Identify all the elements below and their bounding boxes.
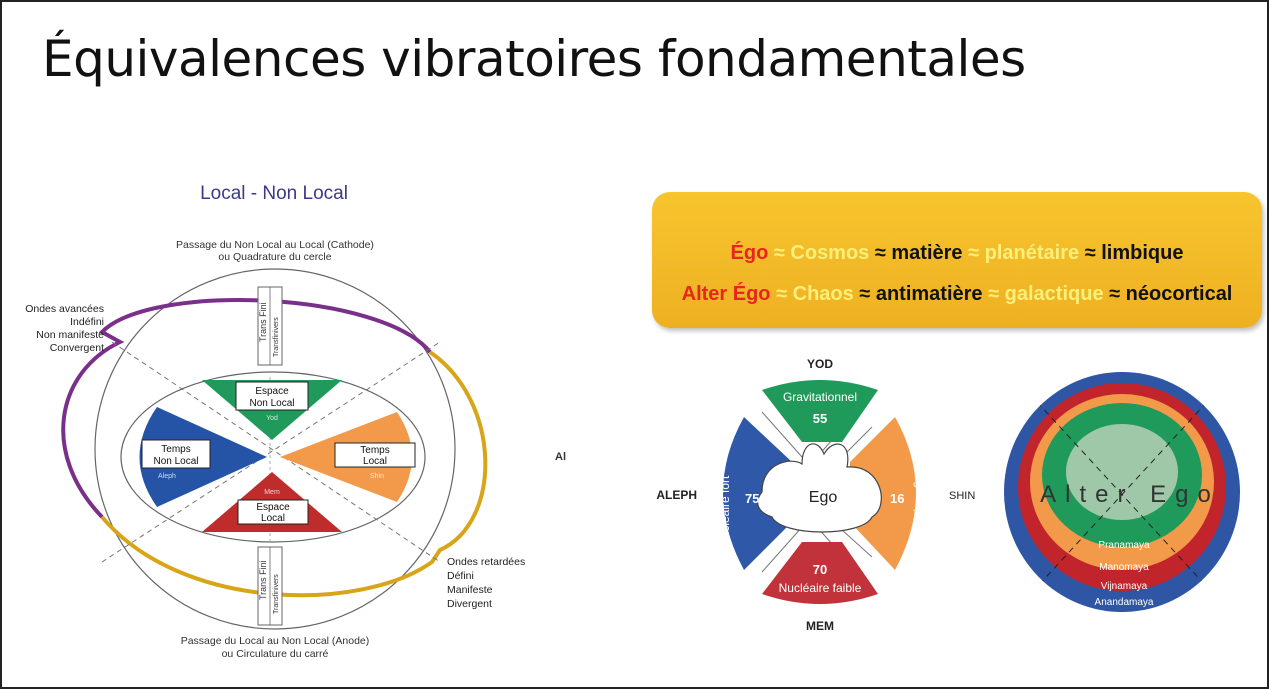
cross-wedge-top (762, 380, 878, 442)
ondes-retardees-1: Ondes retardées (447, 556, 525, 568)
banner-line-ego: Égo ≈ Cosmos ≈ matière ≈ planétaire ≈ li… (652, 242, 1262, 265)
cross-wedge-left (723, 417, 792, 570)
purple-orbit (61, 298, 432, 519)
pranamaya-label: Pranamaya (1098, 540, 1150, 551)
ondes-retardees-3: Manifeste (447, 584, 493, 596)
ego-center-label: Ego (809, 489, 838, 506)
transfini-top: Trans Fini (258, 302, 268, 342)
forces-cross-diagram: Ego Gravitationnel 55 Nucléaire fort 75 … (656, 357, 975, 633)
temps-non-local-1: Temps (161, 444, 190, 455)
nucleaire-fort-value: 75 (745, 491, 759, 506)
top-caption-2: ou Quadrature du cercle (218, 251, 331, 263)
planetaire-term: ≈ planétaire (962, 242, 1080, 264)
cross-wedge-bottom (762, 542, 878, 604)
ondes-avancees-3: Non manifeste (36, 329, 104, 341)
manomaya-label: Manomaya (1099, 562, 1149, 573)
temps-non-local-2: Non Local (153, 456, 198, 467)
yod-small-label: Yod (266, 415, 278, 422)
electromagnetique-label: Électromagnétique (913, 432, 926, 524)
temps-local-1: Temps (360, 445, 389, 456)
transfinivers-bottom: Transfinivers (273, 574, 280, 614)
nucleaire-faible-label: Nucléaire faible (779, 581, 862, 595)
vijnamaya-label: Vijnamaya (1101, 581, 1148, 592)
ego-blob (757, 443, 882, 533)
transfinivers-top: Transfinivers (273, 317, 280, 357)
gold-orbit (100, 350, 488, 598)
top-caption-1: Passage du Non Local au Local (Cathode) (176, 239, 374, 251)
ondes-avancees-1: Ondes avancées (25, 303, 104, 315)
galactique-term: ≈ galactique (982, 283, 1104, 305)
bottom-caption-1: Passage du Local au Non Local (Anode) (181, 635, 370, 647)
temps-local-2: Local (363, 456, 387, 467)
antimatiere-term: ≈ antimatière (853, 283, 983, 305)
espace-non-local-1: Espace (255, 386, 289, 397)
matiere-term: ≈ matière (869, 242, 963, 264)
alter-ego-diagram: Alter Ego Pranamaya Manomaya Vijnamaya A… (1004, 372, 1240, 612)
outer-sphere (94, 268, 456, 630)
anandamaya-label: Anandamaya (1095, 597, 1154, 608)
espace-non-local-2: Non Local (249, 398, 294, 409)
cosmos-term: ≈ Cosmos (768, 242, 870, 264)
neocortical-term: ≈ néocortical (1103, 283, 1233, 305)
chaos-term: ≈ Chaos (770, 283, 854, 305)
gravitationnel-label: Gravitationnel (783, 390, 857, 404)
gravitationnel-value: 55 (813, 411, 827, 426)
nucleaire-faible-value: 70 (813, 562, 827, 577)
alter-ego-core (1066, 424, 1178, 520)
mem-label: MEM (806, 619, 834, 633)
local-nonlocal-heading: Local - Non Local (200, 183, 348, 204)
stray-label: Al (555, 451, 566, 463)
shin-small-label: Shin (370, 473, 384, 480)
slide-title: Équivalences vibratoires fondamentales (42, 30, 1026, 88)
limbique-term: ≈ limbique (1079, 242, 1184, 264)
aleph-label: ALEPH (656, 488, 697, 502)
ondes-avancees-4: Convergent (50, 342, 104, 354)
nucleaire-fort-label: Nucléaire fort (718, 475, 732, 547)
yod-label: YOD (807, 357, 833, 371)
ondes-avancees-2: Indéfini (70, 316, 104, 328)
inner-ellipse (120, 371, 426, 543)
mem-small-label: Mem (264, 489, 280, 496)
aleph-small-label: Aleph (158, 473, 176, 480)
transfini-bottom: Trans Fini (258, 560, 268, 600)
equivalence-banner: Égo ≈ Cosmos ≈ matière ≈ planétaire ≈ li… (652, 192, 1262, 328)
alter-ego-term: Alter Égo (681, 283, 771, 305)
espace-local-2: Local (261, 513, 285, 524)
ondes-retardees-2: Défini (447, 570, 474, 582)
ego-term: Égo (730, 242, 769, 264)
ondes-retardees-4: Divergent (447, 598, 492, 610)
espace-local-1: Espace (256, 502, 290, 513)
local-nonlocal-diagram: Local - Non Local Passage du Non Local a… (25, 183, 525, 660)
alter-ego-label: Alter Ego (1040, 481, 1220, 508)
shin-label: SHIN (949, 490, 975, 502)
bottom-caption-2: ou Circulature du carré (222, 648, 329, 660)
banner-line-alter-ego: Alter Égo ≈ Chaos ≈ antimatière ≈ galact… (652, 283, 1262, 306)
cross-wedge-right (850, 417, 916, 570)
electromagnetique-value: 16 (890, 491, 904, 506)
